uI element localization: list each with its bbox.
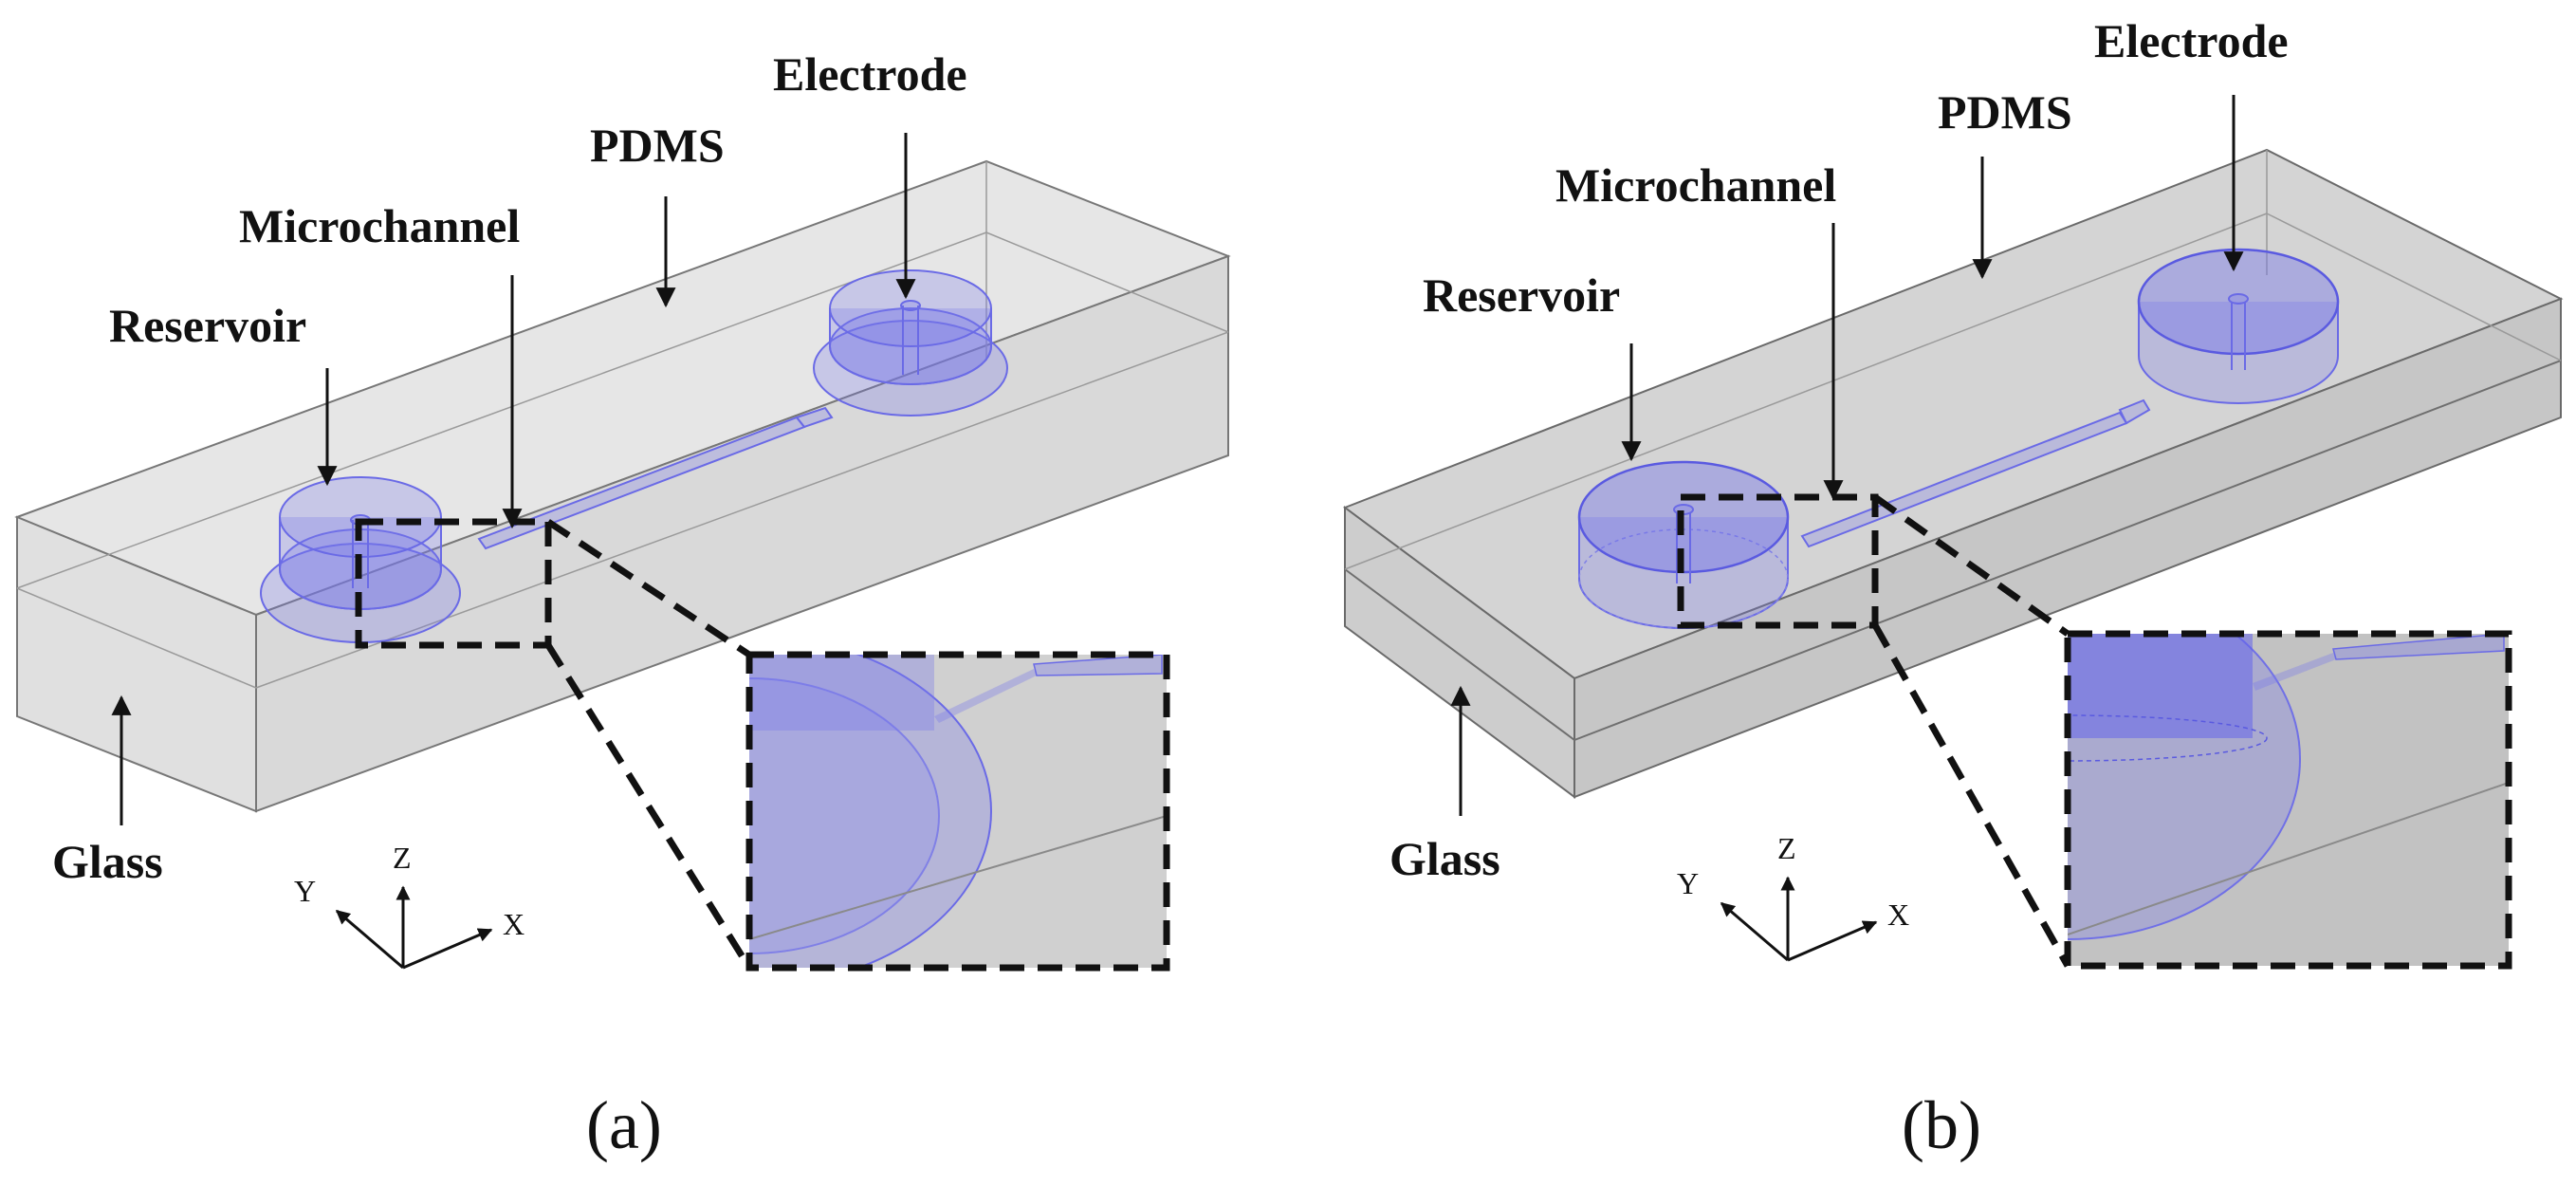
axis-triad-a: Z X Y xyxy=(294,841,524,970)
label-reservoir: Reservoir xyxy=(109,299,306,352)
label-microchannel: Microchannel xyxy=(1555,158,1836,212)
caption-a: (a) xyxy=(586,1087,662,1163)
panel-b: Electrode PDMS Microchannel Reservoir Gl… xyxy=(1342,14,2564,1163)
pdms-block-a xyxy=(14,159,1231,813)
label-glass: Glass xyxy=(52,835,163,888)
label-pdms: PDMS xyxy=(1938,85,2072,139)
zoom-source-box-a xyxy=(355,518,752,970)
label-glass: Glass xyxy=(1389,832,1500,885)
label-microchannel: Microchannel xyxy=(239,199,520,252)
axis-label-z: Z xyxy=(1777,831,1796,865)
electrode-reservoir-a xyxy=(813,269,1008,417)
electrode-reservoir-b xyxy=(2137,248,2340,404)
label-arrows-a xyxy=(111,133,916,825)
axis-label-y: Y xyxy=(1677,866,1699,900)
axis-label-x: X xyxy=(1887,898,1909,932)
axis-label-y: Y xyxy=(294,874,316,908)
label-electrode: Electrode xyxy=(773,47,967,101)
label-pdms: PDMS xyxy=(590,119,725,172)
zoom-inset-b xyxy=(2064,630,2512,970)
label-arrows-b xyxy=(1450,95,2244,816)
axis-triad-b: Z X Y xyxy=(1677,831,1909,962)
pdms-block-b xyxy=(1342,148,2564,799)
caption-b: (b) xyxy=(1902,1087,1981,1163)
microchannel-a xyxy=(477,406,834,550)
panel-a: Electrode PDMS Microchannel Reservoir Gl… xyxy=(14,47,1231,1163)
zoom-inset-a xyxy=(745,651,1170,972)
microchannel-b xyxy=(1800,398,2151,548)
label-reservoir: Reservoir xyxy=(1423,268,1620,322)
axis-label-x: X xyxy=(503,907,524,941)
zoom-source-box-b xyxy=(1677,493,2071,968)
axis-label-z: Z xyxy=(393,841,412,875)
label-electrode: Electrode xyxy=(2094,14,2289,67)
